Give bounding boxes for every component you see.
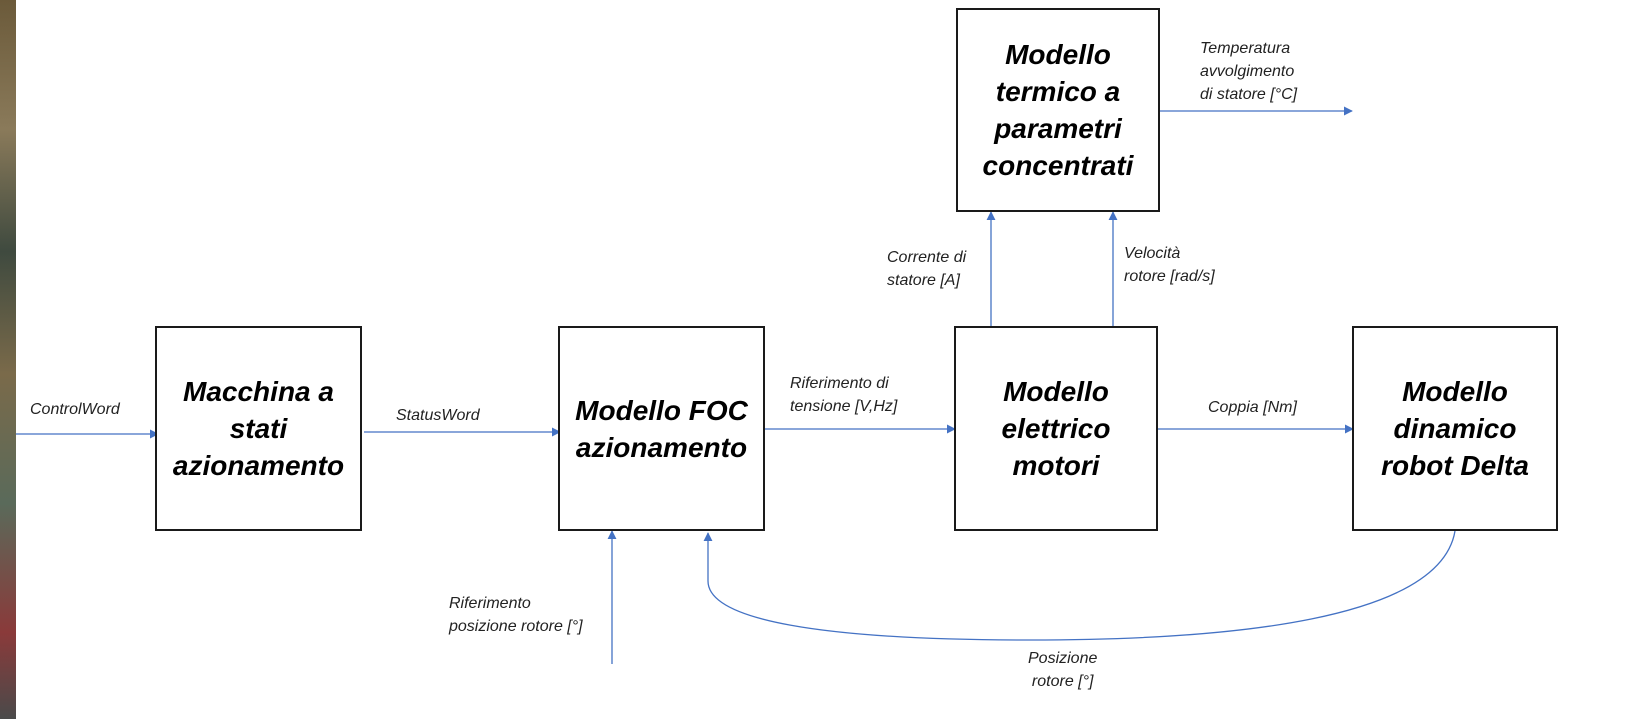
thermal-model-block: Modello termico a parametri concentrati	[956, 8, 1160, 212]
temperature-label: Temperatura avvolgimento di statore [°C]	[1200, 40, 1298, 103]
electric-motor-block: Modello elettrico motori	[954, 326, 1158, 531]
control-word-label: ControlWord	[30, 401, 120, 418]
dynamic-robot-block: Modello dinamico robot Delta	[1352, 326, 1558, 531]
stator-current-label: Corrente di statore [A]	[887, 249, 967, 289]
thermal-model-label: Modello termico a parametri concentrati	[982, 39, 1134, 181]
state-machine-label: Macchina a stati azionamento	[172, 376, 345, 481]
state-machine-block: Macchina a stati azionamento	[155, 326, 362, 531]
torque-label: Coppia [Nm]	[1208, 399, 1297, 416]
background-photo-edge	[0, 0, 16, 719]
rotor-position-feedback	[703, 530, 1456, 641]
rotor-speed-label: Velocità rotore [rad/s]	[1124, 245, 1215, 285]
rotor-position-label: Posizione rotore [°]	[1028, 650, 1098, 690]
dynamic-robot-label: Modello dinamico robot Delta	[1381, 376, 1529, 481]
position-ref-label: Riferimento posizione rotore [°]	[449, 595, 583, 635]
foc-block: Modello FOC azionamento	[558, 326, 765, 531]
status-word-label: StatusWord	[396, 407, 480, 424]
electric-motor-label: Modello elettrico motori	[1001, 376, 1111, 481]
foc-label: Modello FOC azionamento	[575, 394, 748, 463]
voltage-ref-label: Riferimento di tensione [V,Hz]	[790, 375, 898, 415]
